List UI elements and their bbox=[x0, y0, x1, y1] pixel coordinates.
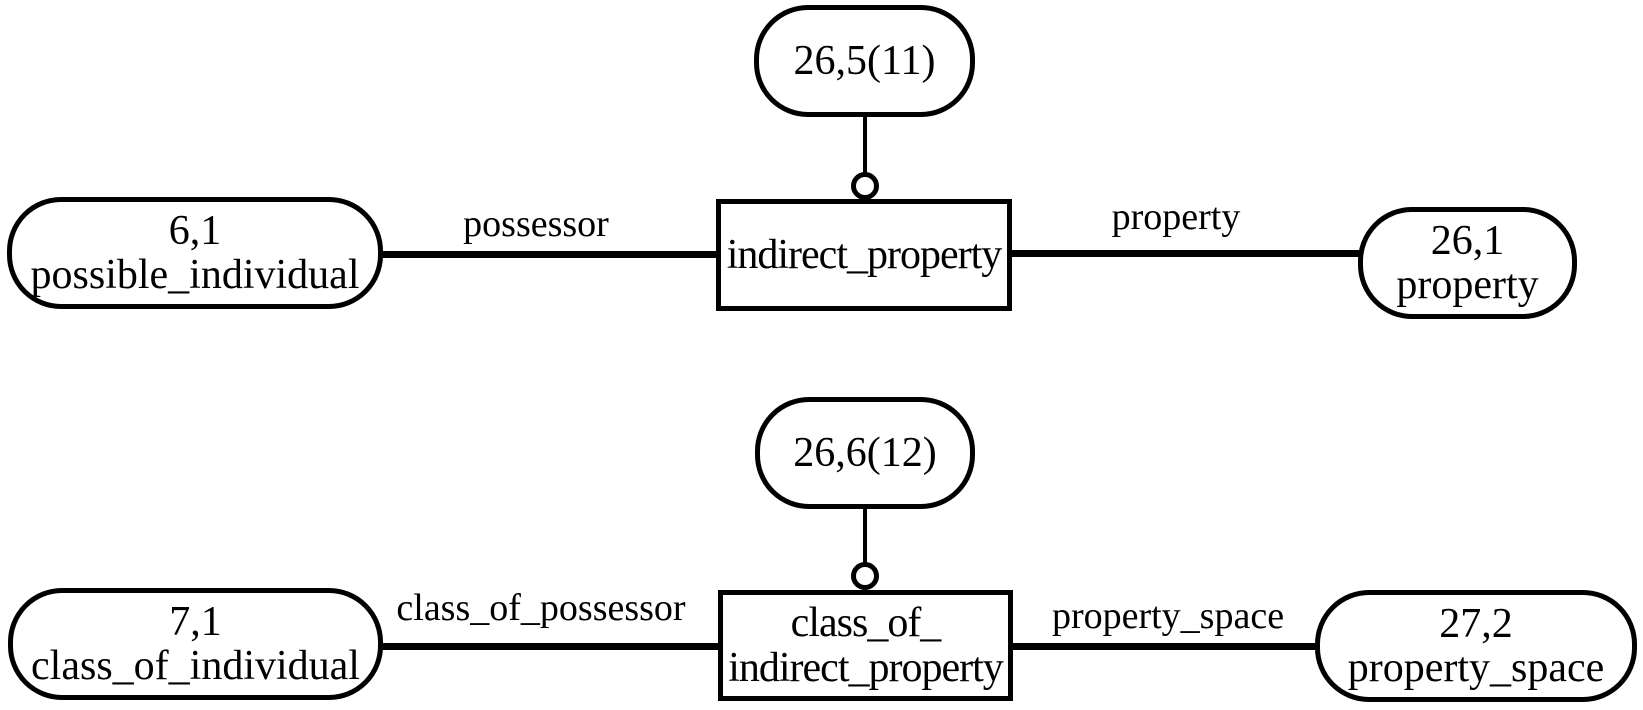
page-ref-connector-top bbox=[863, 117, 867, 173]
node-name: property bbox=[1396, 262, 1539, 308]
node-ref: 6,1 bbox=[168, 208, 222, 254]
edge-label-property-space: property_space bbox=[1051, 595, 1285, 637]
junction-circle-bottom bbox=[851, 562, 879, 590]
page-ref-node-top: 26,5(11) bbox=[754, 5, 975, 117]
node-ref: 27,2 bbox=[1439, 601, 1513, 647]
node-name: possible_individual bbox=[30, 252, 360, 298]
page-ref-connector-bottom bbox=[863, 509, 867, 564]
node-property: 26,1 property bbox=[1358, 207, 1577, 319]
node-property-space: 27,2 property_space bbox=[1315, 590, 1637, 702]
edge-property-space-line bbox=[1009, 643, 1319, 650]
edge-class-of-possessor-line bbox=[378, 643, 722, 650]
edge-label-property: property bbox=[1111, 196, 1241, 238]
entity-name-line1: class_of_ bbox=[790, 599, 942, 646]
entity-indirect-property: indirect_property bbox=[716, 199, 1012, 311]
node-possible-individual: 6,1 possible_individual bbox=[7, 197, 383, 309]
page-ref-text: 26,5(11) bbox=[793, 38, 936, 84]
node-ref: 7,1 bbox=[169, 599, 222, 645]
edge-property-line bbox=[1008, 250, 1362, 257]
node-name: property_space bbox=[1347, 645, 1605, 691]
node-ref: 26,1 bbox=[1430, 218, 1505, 264]
page-ref-node-bottom: 26,6(12) bbox=[755, 397, 975, 509]
entity-name: indirect_property bbox=[726, 231, 1003, 278]
node-class-of-individual: 7,1 class_of_individual bbox=[8, 588, 383, 700]
edge-label-possessor: possessor bbox=[463, 203, 609, 245]
page-ref-text: 26,6(12) bbox=[793, 430, 937, 476]
edge-possessor-line bbox=[378, 251, 720, 258]
entity-name-line2: indirect_property bbox=[728, 644, 1004, 691]
junction-circle-top bbox=[851, 172, 879, 200]
edge-label-class-of-possessor: class_of_possessor bbox=[396, 587, 686, 629]
node-name: class_of_individual bbox=[31, 643, 360, 689]
entity-class-of-indirect-property: class_of_ indirect_property bbox=[718, 590, 1013, 701]
